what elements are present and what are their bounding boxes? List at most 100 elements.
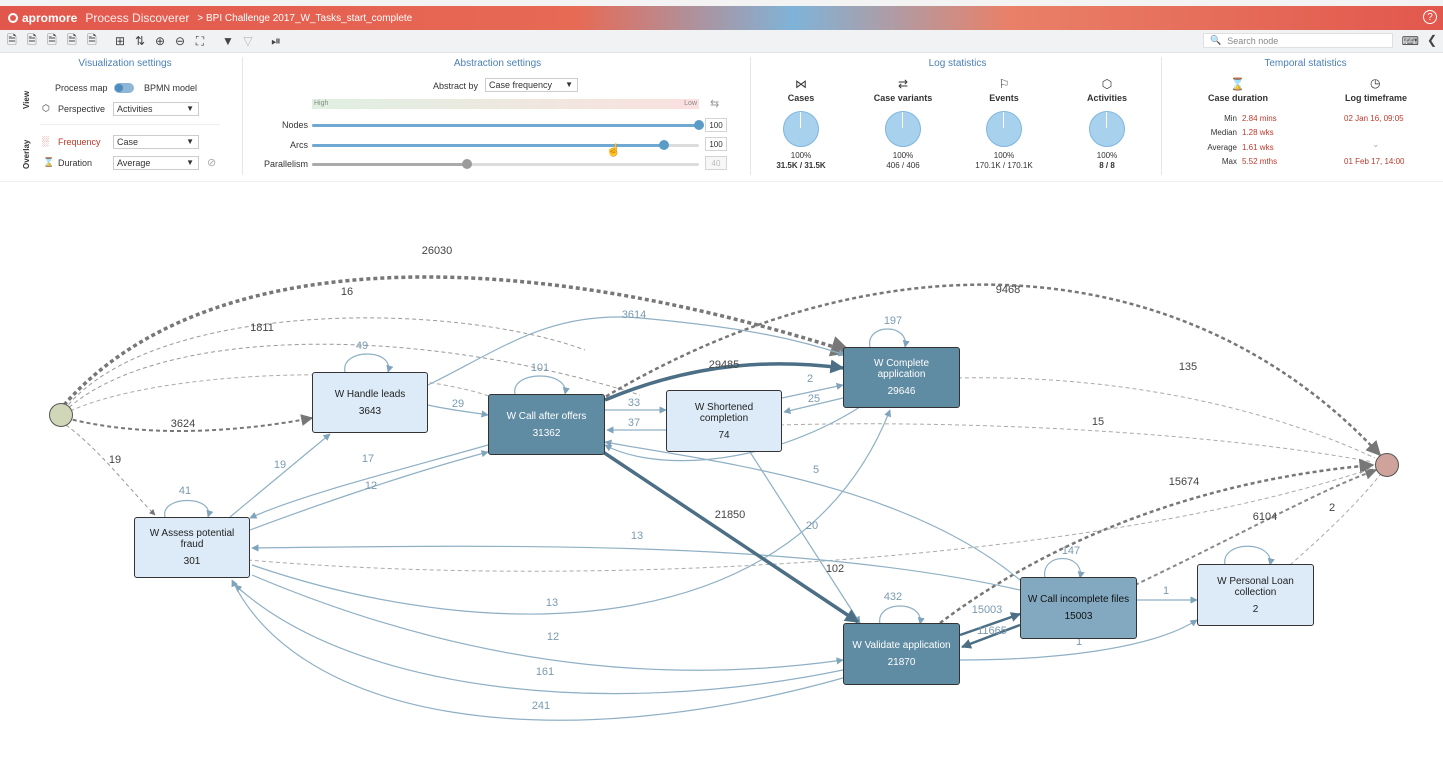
cursor-hand-icon: ☝: [606, 143, 621, 157]
help-icon[interactable]: ?: [1423, 10, 1437, 24]
nodes-slider-handle[interactable]: [694, 120, 704, 130]
parallelism-slider-track[interactable]: [312, 163, 699, 166]
node-call-after-offers[interactable]: W Call after offers 31362: [488, 394, 605, 455]
breadcrumb[interactable]: > BPI Challenge 2017_W_Tasks_start_compl…: [197, 12, 413, 24]
product-name: Process Discoverer: [85, 11, 190, 25]
chevron-down-icon: ▼: [186, 158, 194, 167]
nodes-value[interactable]: 100: [705, 118, 727, 132]
node-call-incomplete-files[interactable]: W Call incomplete files 15003: [1020, 577, 1137, 639]
edge-call-complete[interactable]: [604, 359, 845, 402]
edge-handle-loop[interactable]: [344, 353, 394, 373]
settings-panel: Visualization settings View Overlay Proc…: [0, 53, 1443, 182]
node-personal-loan-collection[interactable]: W Personal Loan collection 2: [1197, 564, 1314, 626]
edge-handle-complete[interactable]: [427, 316, 846, 386]
export-doc-2-icon[interactable]: 🗎: [27, 32, 37, 47]
abstract-by-select[interactable]: Case frequency▼: [485, 78, 578, 92]
node-handle-leads[interactable]: W Handle leads 3643: [312, 372, 428, 433]
edge-label: 15003: [972, 604, 1003, 616]
edge-start-call[interactable]: [63, 317, 586, 411]
edge-complete-short[interactable]: [783, 397, 844, 415]
duration-select[interactable]: Average ▼: [113, 156, 199, 170]
hourglass-icon: ⌛: [1230, 77, 1245, 91]
edge-assess-end[interactable]: [247, 467, 1374, 572]
edge-start-assess[interactable]: [65, 424, 156, 516]
edge-personal-end[interactable]: [1289, 474, 1381, 566]
fit-screen-icon[interactable]: ⛶: [195, 33, 205, 48]
edge-call-loop[interactable]: [514, 375, 570, 395]
export-bpmn-icon[interactable]: 🗎: [87, 32, 97, 47]
edge-incomplete-assess[interactable]: [251, 544, 1021, 591]
edge-label: 11665: [977, 625, 1007, 637]
edge-complete-loop[interactable]: [869, 328, 910, 348]
end-event[interactable]: [1375, 453, 1399, 477]
edge-call-validate[interactable]: [599, 448, 860, 624]
activities-pct: 100%: [1096, 151, 1118, 160]
edge-call-end[interactable]: [599, 283, 1382, 457]
sort-icon[interactable]: ⇅: [134, 34, 146, 48]
duration-value: Average: [117, 158, 151, 168]
node-name: W Handle leads: [334, 388, 406, 400]
edge-validate-incomplete[interactable]: [959, 612, 1021, 637]
edge-start-complete[interactable]: [62, 275, 853, 407]
edge-start-short[interactable]: [63, 343, 641, 413]
zoom-out-icon[interactable]: ⊖: [174, 34, 186, 48]
view-toggle[interactable]: [114, 83, 134, 93]
edge-incomplete-validate[interactable]: [961, 623, 1021, 649]
arcs-label: Arcs: [290, 140, 308, 150]
start-event[interactable]: [49, 403, 73, 427]
keyboard-icon[interactable]: ⌨: [1401, 34, 1419, 48]
zoom-in-icon[interactable]: ⊕: [154, 34, 166, 48]
edge-complete-call[interactable]: [604, 406, 861, 462]
node-count: 3643: [358, 405, 382, 417]
edge-incomplete-loop[interactable]: [1044, 557, 1085, 579]
edge-validate-loop[interactable]: [879, 605, 925, 625]
title-bar: apromore Process Discoverer > BPI Challe…: [0, 6, 1443, 30]
edge-validate-end[interactable]: [939, 458, 1375, 624]
edge-label: 12: [365, 480, 377, 492]
edge-start-extra[interactable]: [63, 374, 501, 415]
apromore-logo[interactable]: apromore: [8, 11, 77, 25]
edge-assess-validate[interactable]: [251, 574, 844, 671]
edge-short-end[interactable]: [779, 423, 1374, 463]
edge-call-assess[interactable]: [249, 444, 489, 519]
edge-handle-call[interactable]: [427, 404, 489, 418]
collapse-icon[interactable]: ❮: [1426, 33, 1437, 47]
abstraction-title: Abstraction settings: [453, 58, 542, 69]
export-pdf-icon[interactable]: 🗎: [47, 32, 57, 47]
edge-label: 12: [547, 631, 559, 643]
edge-validate-assess[interactable]: [234, 584, 844, 695]
edge-assess-complete[interactable]: [251, 409, 891, 615]
frequency-select[interactable]: Case▼: [113, 135, 199, 149]
edge-incomplete-call[interactable]: [604, 439, 1021, 581]
edge-label: 101: [531, 362, 549, 374]
node-complete-application[interactable]: W Complete application 29646: [843, 347, 960, 408]
export-doc-icon[interactable]: 🗎: [7, 32, 17, 47]
edge-assess-loop[interactable]: [164, 500, 214, 518]
edge-personal-loop[interactable]: [1224, 545, 1275, 566]
edge-assess-call[interactable]: [249, 450, 489, 531]
arcs-value[interactable]: 100: [705, 137, 727, 151]
edge-short-validate[interactable]: [749, 451, 861, 624]
search-input[interactable]: 🔍 Search node: [1203, 33, 1393, 48]
edge-assess-handle[interactable]: [229, 433, 331, 518]
arcs-slider-handle[interactable]: [659, 140, 670, 150]
animate-play-icon[interactable]: ⏯: [271, 33, 281, 48]
node-validate-application[interactable]: W Validate application 21870: [843, 623, 960, 685]
export-image-icon[interactable]: 🗎: [67, 32, 77, 47]
perspective-select[interactable]: Activities▼: [113, 102, 199, 116]
clear-filter-icon[interactable]: ▽: [243, 34, 253, 48]
edge-validate-assess-2[interactable]: [231, 579, 844, 721]
edge-short-complete[interactable]: [781, 382, 844, 399]
hide-duration-icon[interactable]: ⊘: [207, 157, 217, 169]
swap-icon[interactable]: ⇆: [710, 98, 720, 110]
parallelism-slider-handle[interactable]: [461, 159, 472, 169]
filter-icon[interactable]: ▼: [222, 34, 234, 48]
edge-label: 147: [1062, 545, 1080, 557]
layout-icon[interactable]: ⊞: [114, 34, 126, 48]
edge-label: 161: [536, 666, 554, 678]
node-assess-potential-fraud[interactable]: W Assess potential fraud 301: [134, 517, 250, 578]
edge-complete-end[interactable]: [957, 377, 1376, 459]
node-shortened-completion[interactable]: W Shortened completion 74: [666, 390, 782, 452]
edge-validate-personal[interactable]: [959, 619, 1198, 661]
